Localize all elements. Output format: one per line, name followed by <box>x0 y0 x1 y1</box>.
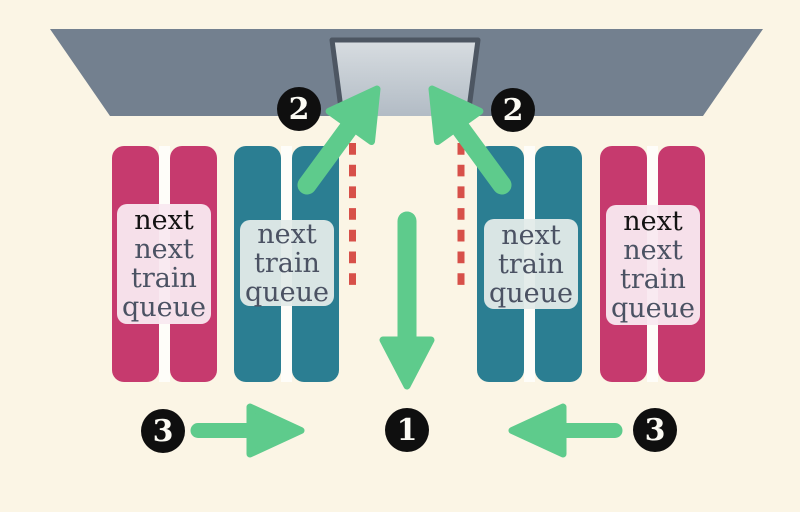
queue-label-line: queue <box>244 276 330 308</box>
queue-label-line: next <box>134 234 194 265</box>
queue-label-line: queue <box>121 292 207 323</box>
arrow-board-right-icon <box>428 85 512 195</box>
step-badge-1-center: 1 <box>385 408 429 452</box>
queue-label-line: queue <box>610 293 696 324</box>
arrow-board-left-icon <box>297 85 381 195</box>
queue-label-line: train <box>620 264 686 295</box>
arrow-exit-down-icon <box>379 211 435 390</box>
step-badge-3-right: 3 <box>633 408 677 452</box>
queue-label-far-left: next next train queue <box>117 204 211 324</box>
arrow-advance-left-icon <box>508 403 623 458</box>
queue-label-line: next <box>501 219 561 251</box>
step-badge-2-right: 2 <box>491 88 535 132</box>
queue-label-inner-right: next train queue <box>484 219 578 309</box>
queue-label-line: next <box>623 235 683 266</box>
queue-label-line: train <box>498 248 564 280</box>
queue-label-far-right: next next train queue <box>606 205 700 325</box>
queue-label-line: next <box>623 206 683 237</box>
queue-label-line: next <box>257 218 317 250</box>
queue-label-line: train <box>131 263 197 294</box>
arrow-advance-right-icon <box>190 403 305 458</box>
queue-label-line: next <box>134 205 194 236</box>
queue-label-line: queue <box>488 277 574 309</box>
step-badge-2-left: 2 <box>277 87 321 131</box>
step-badge-3-left: 3 <box>141 409 185 453</box>
queue-label-inner-left: next train queue <box>240 218 334 308</box>
queue-label-line: train <box>254 247 320 279</box>
